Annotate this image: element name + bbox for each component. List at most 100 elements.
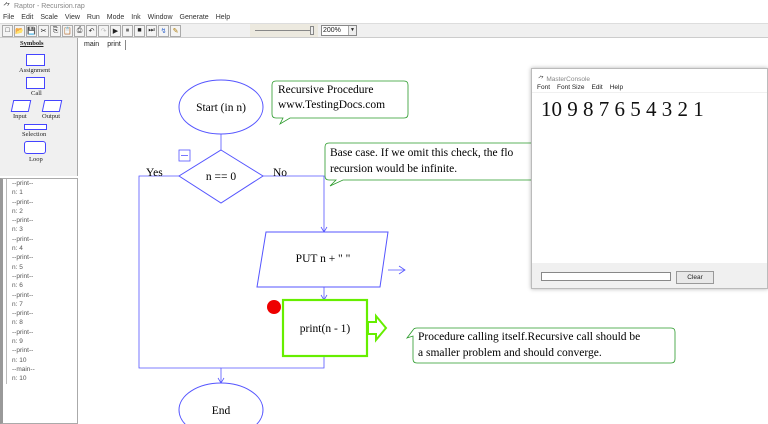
menu-bar: File Edit Scale View Run Mode Ink Window Generat… [0,12,768,23]
variable-item[interactable]: --print-- [6,309,77,319]
variable-item[interactable]: n: 10 [6,355,77,365]
symbols-header: Symbols [20,40,44,47]
cut-button[interactable]: ✂ [38,24,49,37]
call-label: print(n - 1) [300,323,351,335]
console-title-bar: ⺈ MasterConsole [532,69,767,83]
call-symbol[interactable] [26,77,45,89]
tab-print[interactable]: print [103,40,126,50]
yes-label: Yes [146,167,163,179]
comment-3[interactable]: Procedure calling itself.Recursive call … [405,327,676,364]
speed-slider[interactable] [250,24,318,37]
variable-item[interactable]: --main-- [6,364,77,375]
variable-item[interactable]: n: 9 [6,337,77,347]
variable-item[interactable]: n: 5 [6,262,77,272]
output-label: Output [42,113,61,120]
zoom-select[interactable]: 200%▼ [321,25,357,36]
comment-2-line-1: Base case. If we omit this check, the fl… [330,147,514,159]
selection-symbol[interactable] [24,124,47,130]
input-symbol[interactable] [10,100,32,112]
variable-item[interactable]: n: 7 [6,299,77,310]
variable-item[interactable]: --print-- [6,290,77,300]
stop-button[interactable]: ■ [134,24,145,37]
console-menu-font-size[interactable]: Font Size [557,83,585,91]
menu-run[interactable]: Run [86,14,100,21]
variable-item[interactable]: --print-- [6,327,77,338]
output-symbol[interactable] [41,100,63,112]
selection-label: Selection [22,131,47,138]
comment-1[interactable]: Recursive Procedure www.TestingDocs.com [271,80,409,126]
slider-thumb[interactable] [310,26,314,35]
start-terminal[interactable] [178,79,264,135]
title-bar: ⺈Raptor - Recursion.rap [0,0,768,12]
menu-view[interactable]: View [64,14,80,21]
tab-main[interactable]: main [84,41,100,48]
comment-3-line-1: Procedure calling itself.Recursive call … [418,331,640,343]
menu-help[interactable]: Help [215,14,231,21]
variable-item[interactable]: n: 10 [6,374,77,384]
raptor-logo-icon: ⺈ [538,76,547,83]
variable-item[interactable]: n: 3 [6,225,77,235]
new-button[interactable]: □ [2,24,13,37]
open-button[interactable]: 📂 [14,24,25,37]
console-input[interactable] [541,272,671,281]
input-label: Input [13,113,27,120]
variable-item[interactable]: --print-- [6,346,77,356]
menu-window[interactable]: Window [147,14,173,21]
save-button[interactable]: 💾 [26,24,37,37]
symbols-panel: Symbols Assignment Call Input Output Sel… [0,38,78,176]
no-label: No [273,167,287,179]
assignment-label: Assignment [19,67,51,74]
decision-diamond[interactable] [178,149,264,204]
console-output: 10 9 8 7 6 5 4 3 2 1 [532,93,767,263]
output-parallelogram[interactable] [256,231,389,288]
console-menu-help[interactable]: Help [609,83,624,91]
breakpoint-icon[interactable] [267,300,281,314]
redo-button[interactable]: ↷ [98,24,109,37]
variable-item[interactable]: n: 2 [6,206,77,217]
raptor-logo-icon: ⺈ [3,1,11,11]
master-console-window: ⺈ MasterConsole Font Font Size Edit Help… [531,68,768,289]
run-compiled-button[interactable]: ↯ [158,24,169,37]
console-menu: Font Font Size Edit Help [532,82,767,92]
pen-button[interactable]: ✎ [170,24,181,37]
play-button[interactable]: ▶ [110,24,121,37]
undo-button[interactable]: ↶ [86,24,97,37]
console-menu-font[interactable]: Font [537,83,551,91]
assignment-symbol[interactable] [26,54,45,66]
variable-item[interactable]: --print-- [6,197,77,207]
print-button[interactable]: ⎙ [74,24,85,37]
pause-button[interactable]: ⏸ [122,24,133,37]
variable-item[interactable]: n: 1 [6,188,77,198]
start-label: Start (in n) [196,102,246,114]
menu-ink[interactable]: Ink [131,14,141,21]
copy-button[interactable]: ⎘ [50,24,61,37]
variable-item[interactable]: --print-- [6,216,77,226]
toolbar: □ 📂 💾 ✂ ⎘ 📋 ⎙ ↶ ↷ ▶ ⏸ ■ ⏭ ↯ ✎ [0,23,768,38]
variable-item[interactable]: n: 4 [6,244,77,254]
call-arrow-icon [367,313,388,343]
end-terminal[interactable] [178,382,264,424]
output-label: PUT n + " " [296,253,351,265]
variable-item[interactable]: n: 6 [6,281,77,291]
clear-button[interactable]: Clear [676,271,714,284]
call-box[interactable] [281,298,369,358]
decision-label: n == 0 [206,171,236,183]
menu-edit[interactable]: Edit [21,14,34,21]
loop-label: Loop [29,156,43,163]
loop-symbol[interactable] [24,141,46,154]
chevron-down-icon[interactable]: ▼ [348,26,356,35]
variable-item[interactable]: --print-- [6,179,77,189]
variable-item[interactable]: --print-- [6,234,77,245]
comment-2[interactable]: Base case. If we omit this check, the fl… [324,142,561,187]
variable-item[interactable]: n: 8 [6,318,77,328]
menu-mode[interactable]: Mode [106,14,125,21]
menu-file[interactable]: File [3,14,15,21]
variable-item[interactable]: --print-- [6,271,77,282]
menu-generate[interactable]: Generate [179,14,209,21]
menu-scale[interactable]: Scale [40,14,58,21]
variable-item[interactable]: --print-- [6,253,77,263]
console-menu-edit[interactable]: Edit [591,83,603,91]
step-button[interactable]: ⏭ [146,24,157,37]
paste-button[interactable]: 📋 [62,24,73,37]
console-title: MasterConsole [546,76,591,83]
